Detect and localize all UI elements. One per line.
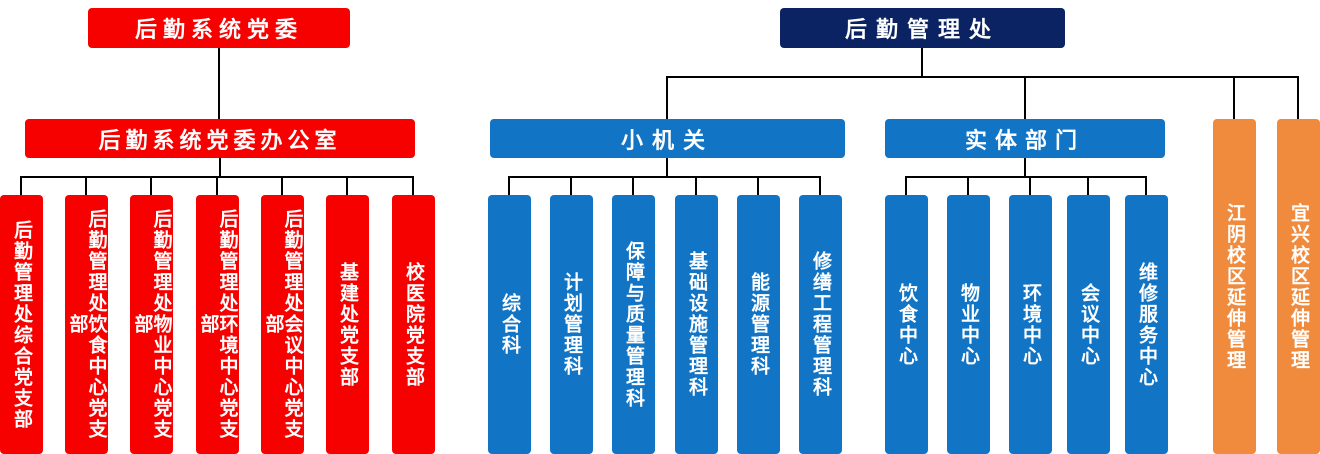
section-box: 基础设施管理科 bbox=[675, 195, 718, 454]
connector-line bbox=[1024, 158, 1026, 178]
connector-line bbox=[666, 158, 668, 178]
campus-extension-box: 江阴校区延伸管理 bbox=[1213, 119, 1256, 454]
center-box: 环境中心 bbox=[1009, 195, 1052, 454]
connector-line bbox=[1029, 176, 1031, 195]
section-box: 综合科 bbox=[488, 195, 531, 454]
connector-line bbox=[819, 176, 821, 195]
small-organ-header-box: 小机关 bbox=[490, 119, 845, 158]
connector-line bbox=[570, 176, 572, 195]
connector-line bbox=[921, 48, 923, 76]
center-box: 维修服务中心 bbox=[1125, 195, 1168, 454]
party-branch-box: 基建处党支部 bbox=[326, 195, 369, 454]
party-branch-box: 后勤管理处综合党支部 bbox=[0, 195, 43, 454]
connector-line bbox=[757, 176, 759, 195]
connector-line bbox=[632, 176, 634, 195]
connector-line bbox=[412, 176, 414, 195]
logistics-dept-root-box: 后勤管理处 bbox=[780, 8, 1065, 48]
entity-dept-header-box: 实体部门 bbox=[885, 119, 1165, 158]
connector-line bbox=[1024, 76, 1026, 119]
connector-line bbox=[967, 176, 969, 195]
connector-line bbox=[219, 158, 221, 178]
center-box: 物业中心 bbox=[947, 195, 990, 454]
connector-line bbox=[216, 176, 218, 195]
connector-line bbox=[281, 176, 283, 195]
center-box: 会议中心 bbox=[1067, 195, 1110, 454]
party-branch-box: 后勤管理处物业中心党支部 bbox=[130, 195, 173, 454]
connector-line bbox=[508, 176, 510, 195]
connector-line bbox=[85, 176, 87, 195]
connector-line bbox=[695, 176, 697, 195]
connector-line bbox=[1233, 76, 1235, 119]
connector-line bbox=[905, 176, 1147, 178]
section-box: 保障与质量管理科 bbox=[612, 195, 655, 454]
party-branch-box: 后勤管理处会议中心党支部 bbox=[261, 195, 304, 454]
connector-line bbox=[218, 48, 220, 119]
connector-line bbox=[1087, 176, 1089, 195]
party-branch-box: 后勤管理处环境中心党支部 bbox=[196, 195, 239, 454]
connector-line bbox=[508, 176, 821, 178]
party-branch-box: 校医院党支部 bbox=[392, 195, 435, 454]
section-box: 修缮工程管理科 bbox=[799, 195, 842, 454]
connector-line bbox=[1297, 76, 1299, 119]
campus-extension-box: 宜兴校区延伸管理 bbox=[1277, 119, 1320, 454]
connector-line bbox=[150, 176, 152, 195]
party-branch-box: 后勤管理处饮食中心党支部 bbox=[65, 195, 108, 454]
connector-line bbox=[666, 76, 668, 119]
connector-line bbox=[20, 176, 22, 195]
party-committee-root-box: 后勤系统党委 bbox=[88, 8, 350, 48]
connector-line bbox=[905, 176, 907, 195]
connector-line bbox=[346, 176, 348, 195]
center-box: 饮食中心 bbox=[885, 195, 928, 454]
connector-line bbox=[1145, 176, 1147, 195]
connector-line bbox=[666, 76, 1299, 78]
section-box: 计划管理科 bbox=[550, 195, 593, 454]
party-office-box: 后勤系统党委办公室 bbox=[25, 119, 415, 158]
section-box: 能源管理科 bbox=[737, 195, 780, 454]
